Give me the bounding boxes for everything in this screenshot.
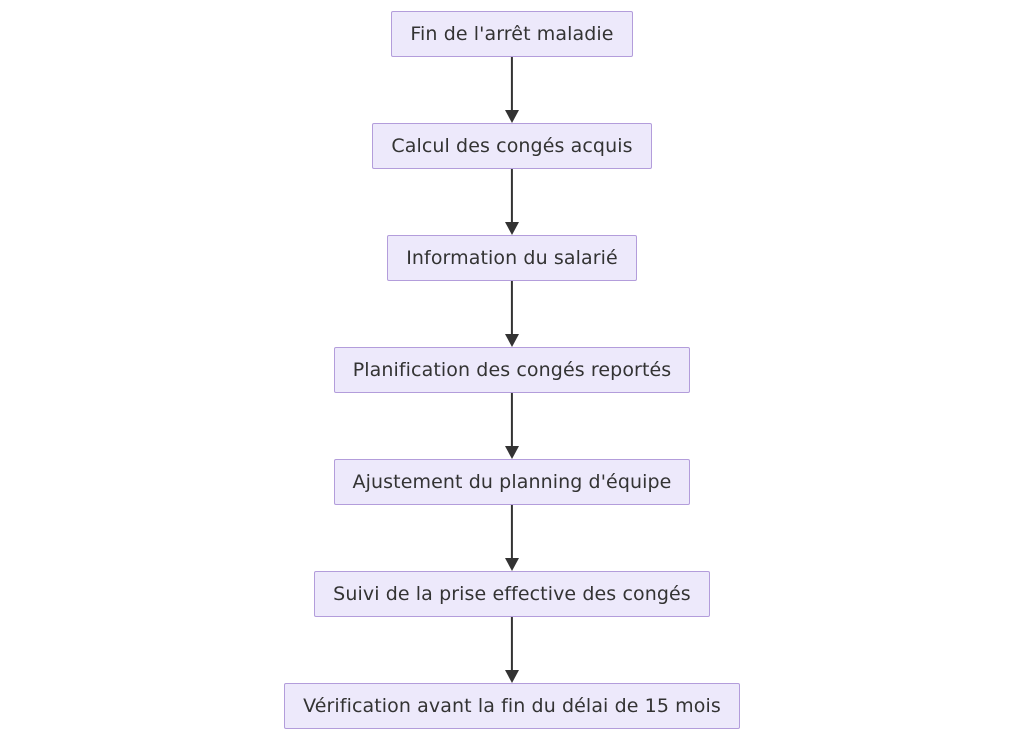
edge-line: [510, 57, 514, 112]
arrow-down-icon: [505, 670, 519, 683]
flow-node-label: Planification des congés reportés: [352, 358, 672, 381]
edge-line: [510, 505, 514, 560]
edge-line: [510, 617, 514, 672]
flow-node-ajustement-planning-equipe[interactable]: Ajustement du planning d'équipe: [333, 459, 691, 505]
edge-line: [510, 169, 514, 224]
flow-node-fin-arret-maladie[interactable]: Fin de l'arrêt maladie: [391, 11, 633, 57]
arrow-down-icon: [505, 222, 519, 235]
flowchart-node-column: Fin de l'arrêt maladie Calcul des congés…: [0, 11, 1024, 729]
arrow-down-icon: [505, 110, 519, 123]
flow-node-label: Ajustement du planning d'équipe: [352, 470, 672, 493]
flow-node-verification-avant-fin-delai[interactable]: Vérification avant la fin du délai de 15…: [284, 683, 740, 729]
arrow-down-icon: [505, 334, 519, 347]
edge-line: [510, 393, 514, 448]
arrow-down-icon: [505, 558, 519, 571]
flow-node-label: Suivi de la prise effective des congés: [333, 582, 691, 605]
flow-node-suivi-prise-effective-conges[interactable]: Suivi de la prise effective des congés: [314, 571, 710, 617]
flow-node-label: Calcul des congés acquis: [391, 134, 633, 157]
edge-line: [510, 281, 514, 336]
flow-edge-n5-n6: [505, 505, 519, 571]
flow-node-calcul-conges-acquis[interactable]: Calcul des congés acquis: [372, 123, 652, 169]
flow-edge-n3-n4: [505, 281, 519, 347]
flow-node-information-du-salarie[interactable]: Information du salarié: [387, 235, 637, 281]
flow-edge-n6-n7: [505, 617, 519, 683]
flow-node-label: Information du salarié: [406, 246, 618, 269]
flow-edge-n4-n5: [505, 393, 519, 459]
flow-edge-n1-n2: [505, 57, 519, 123]
flow-edge-n2-n3: [505, 169, 519, 235]
flow-node-label: Fin de l'arrêt maladie: [410, 22, 614, 45]
flow-node-planification-conges-reportes[interactable]: Planification des congés reportés: [333, 347, 691, 393]
flow-node-label: Vérification avant la fin du délai de 15…: [303, 694, 721, 717]
arrow-down-icon: [505, 446, 519, 459]
